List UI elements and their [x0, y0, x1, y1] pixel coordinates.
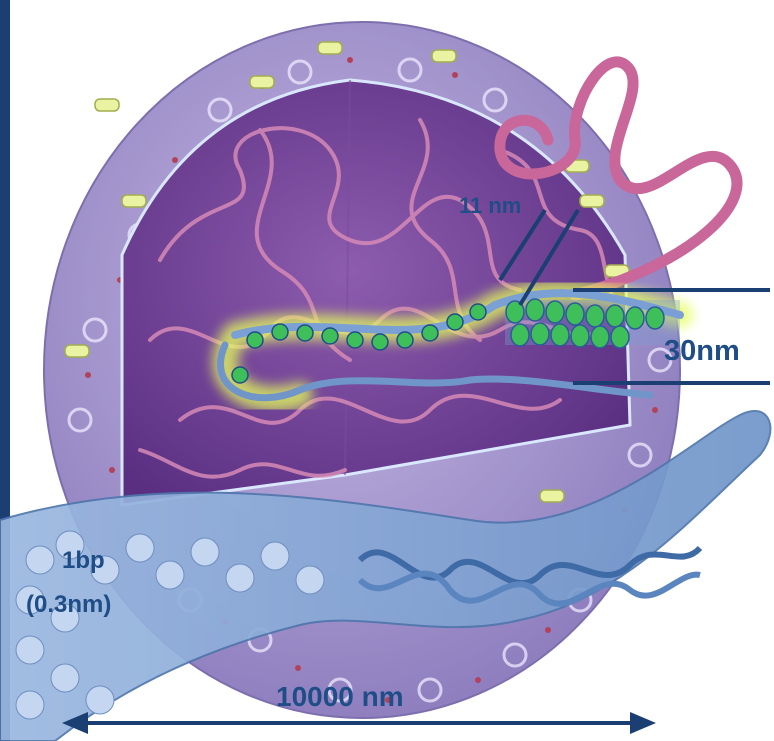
label-30nm: 30nm: [664, 335, 740, 367]
label-10000nm: 10000 nm: [276, 681, 404, 712]
label-11nm: 11 nm: [459, 193, 521, 218]
solenoid-fiber-30nm: [505, 299, 680, 348]
label-base-pair: 1bp: [62, 547, 105, 574]
label-base-pair-size: (0.3nm): [26, 591, 111, 618]
